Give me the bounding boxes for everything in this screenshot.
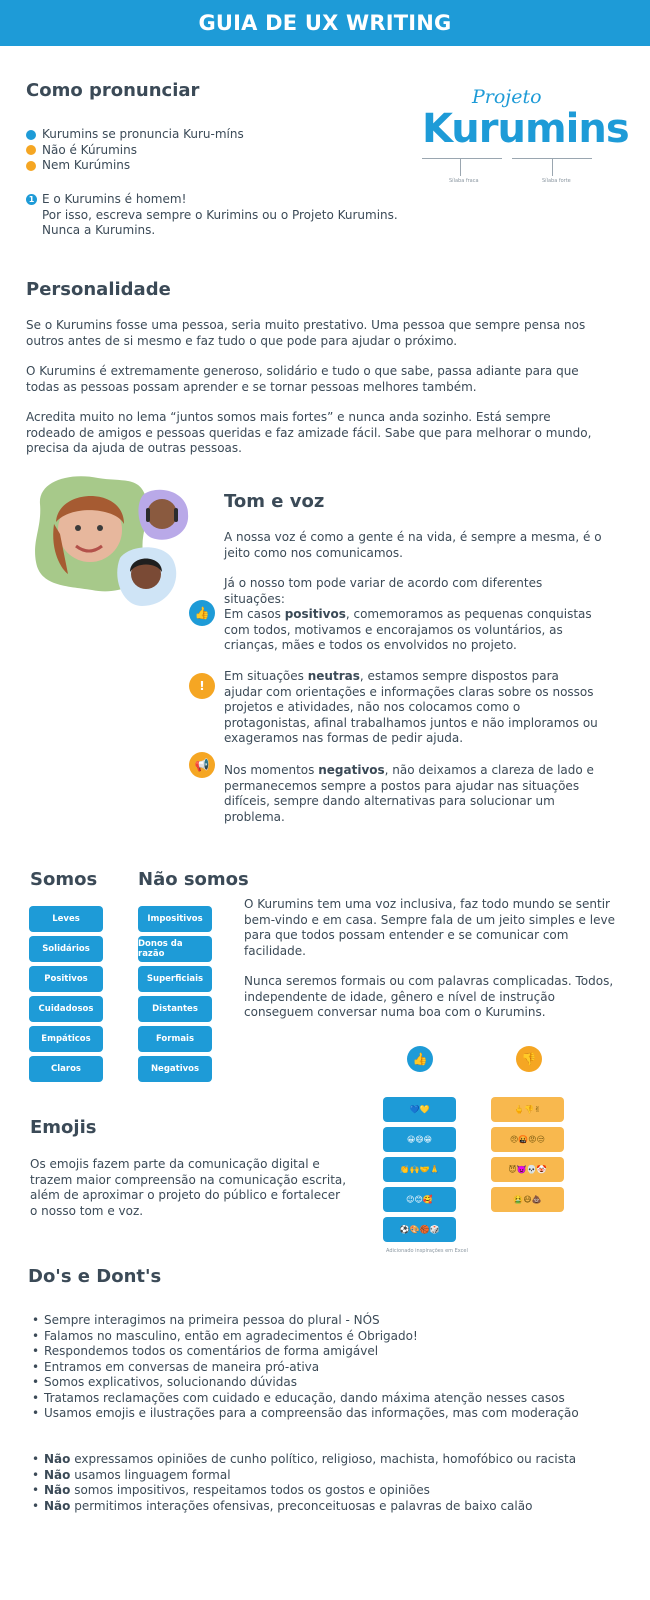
- voice-text: O Kurumins tem uma voz inclusiva, faz to…: [244, 897, 615, 1019]
- list-item: Kurumins se pronuncia Kuru-míns: [26, 127, 244, 143]
- list-item: Nem Kurúmins: [26, 158, 244, 174]
- somos-pill: Cuidadosos: [29, 996, 103, 1022]
- forbidden-emoji-box: 🤮😷💩: [491, 1187, 564, 1212]
- nao-somos-pill: Formais: [138, 1026, 212, 1052]
- exclamation-icon: !: [189, 673, 215, 699]
- emojis-caption: Adicionado inspirações em Excel: [386, 1248, 468, 1254]
- kurumins-logo: Projeto Kurumins Sílaba fraca Sílaba for…: [422, 86, 630, 184]
- list-item: Tratamos reclamações com cuidado e educa…: [32, 1391, 579, 1407]
- allowed-emoji-box: 😀😄😁: [383, 1127, 456, 1152]
- megaphone-icon: 📢: [189, 752, 215, 778]
- forbidden-emoji-box: 😈👿💀🤡: [491, 1157, 564, 1182]
- list-item: Não usamos linguagem formal: [32, 1468, 576, 1484]
- somos-pill: Leves: [29, 906, 103, 932]
- allowed-emoji-box: 👏🙌🤝🙏: [383, 1157, 456, 1182]
- gender-note: 1 E o Kurumins é homem! Por isso, escrev…: [26, 192, 398, 239]
- somos-title: Somos: [30, 869, 98, 890]
- nao-somos-pill: Impositivos: [138, 906, 212, 932]
- dos-list: Sempre interagimos na primeira pessoa do…: [32, 1313, 579, 1422]
- cross-icon: [26, 160, 36, 171]
- list-item: Não expressamos opiniões de cunho políti…: [32, 1452, 576, 1468]
- list-item: Não é Kúrumins: [26, 143, 244, 159]
- personality-text: Se o Kurumins fosse uma pessoa, seria mu…: [26, 318, 592, 455]
- list-item: Sempre interagimos na primeira pessoa do…: [32, 1313, 579, 1329]
- thumbs-down-icon: 👎: [516, 1046, 542, 1072]
- list-item: Não permitimos interações ofensivas, pre…: [32, 1499, 576, 1515]
- tone-case-negative: Nos momentos negativos, não deixamos a c…: [224, 763, 594, 824]
- somos-pill: Claros: [29, 1056, 103, 1082]
- nao-somos-title: Não somos: [138, 869, 249, 890]
- somos-pill: Solidários: [29, 936, 103, 962]
- syllable-tick: [552, 158, 553, 176]
- page-title: GUIA DE UX WRITING: [198, 11, 452, 35]
- check-icon: [26, 129, 36, 140]
- tone-case-neutral: Em situações neutras, estamos sempre dis…: [224, 669, 598, 745]
- thumbs-up-icon: 👍: [189, 600, 215, 626]
- list-item: Falamos no masculino, então em agradecim…: [32, 1329, 579, 1345]
- pronunciation-title: Como pronunciar: [26, 80, 200, 101]
- nao-somos-pill: Superficiais: [138, 966, 212, 992]
- list-item: Não somos impositivos, respeitamos todos…: [32, 1483, 576, 1499]
- tone-case-positive: Em casos positivos, comemoramos as peque…: [224, 607, 592, 652]
- tone-title: Tom e voz: [224, 491, 325, 512]
- allowed-emoji-box: 💙💛: [383, 1097, 456, 1122]
- syllable-line: [422, 158, 502, 159]
- forbidden-emoji-box: 🖕👎✌: [491, 1097, 564, 1122]
- emojis-text: Os emojis fazem parte da comunicação dig…: [30, 1157, 347, 1218]
- allowed-emoji-box: ⚽🎨🏀🎲: [383, 1217, 456, 1242]
- somos-pill: Positivos: [29, 966, 103, 992]
- info-icon: 1: [26, 194, 37, 205]
- emojis-title: Emojis: [30, 1117, 97, 1138]
- pronunciation-list: Kurumins se pronuncia Kuru-míns Não é Kú…: [26, 127, 244, 174]
- donts-list: Não expressamos opiniões de cunho políti…: [32, 1452, 576, 1514]
- syllable-tick: [460, 158, 461, 176]
- list-item: Respondemos todos os comentários de form…: [32, 1344, 579, 1360]
- allowed-emoji-box: 😉😊🥰: [383, 1187, 456, 1212]
- nao-somos-pill: Distantes: [138, 996, 212, 1022]
- list-item: Usamos emojis e ilustrações para a compr…: [32, 1406, 579, 1422]
- header-banner: GUIA DE UX WRITING: [0, 0, 650, 46]
- cross-icon: [26, 145, 36, 156]
- thumbs-up-icon: 👍: [407, 1046, 433, 1072]
- tone-intro: A nossa voz é como a gente é na vida, é …: [224, 530, 602, 606]
- list-item: Entramos em conversas de maneira pró-ati…: [32, 1360, 579, 1376]
- list-item: Somos explicativos, solucionando dúvidas: [32, 1375, 579, 1391]
- personality-title: Personalidade: [26, 279, 171, 300]
- somos-pill: Empáticos: [29, 1026, 103, 1052]
- forbidden-emoji-box: 😠🤬😡😒: [491, 1127, 564, 1152]
- team-photo-collage: [35, 476, 189, 606]
- nao-somos-pill: Negativos: [138, 1056, 212, 1082]
- dos-title: Do's e Dont's: [28, 1266, 162, 1287]
- nao-somos-pill: Donos da razão: [138, 936, 212, 962]
